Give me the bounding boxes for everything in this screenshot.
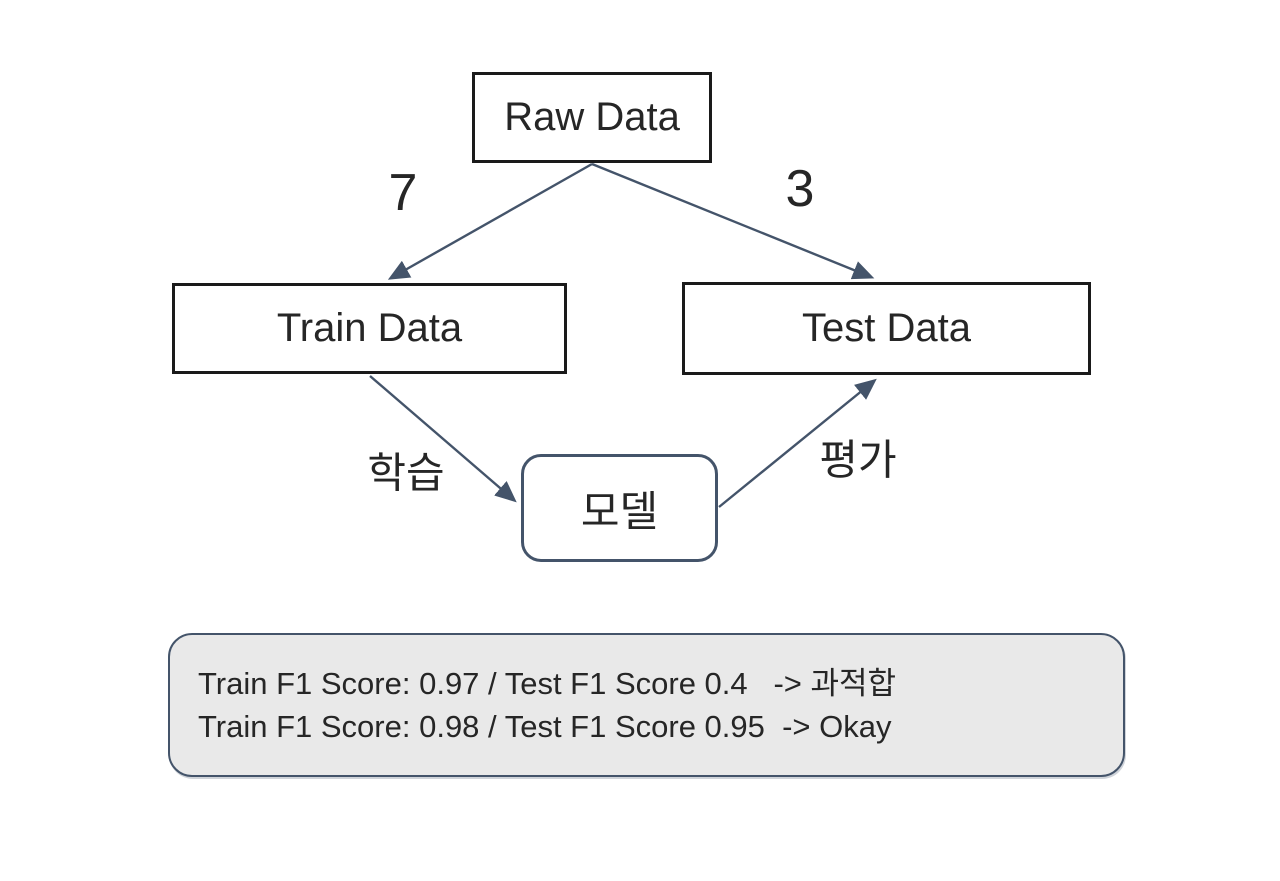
result-box: Train F1 Score: 0.97 / Test F1 Score 0.4… bbox=[168, 633, 1125, 777]
eval-edge-label: 평가 bbox=[819, 436, 897, 484]
edge-raw-to-test bbox=[591, 162, 875, 280]
node-test-data-label: Test Data bbox=[802, 306, 971, 350]
node-train-data: Train Data bbox=[172, 283, 567, 374]
edge-raw-to-train bbox=[387, 162, 593, 280]
node-model: 모델 bbox=[521, 454, 718, 562]
node-raw-data-label: Raw Data bbox=[504, 95, 680, 139]
node-test-data: Test Data bbox=[682, 282, 1091, 375]
train-edge-label: 학습 bbox=[367, 449, 445, 497]
split-ratio-test-label: 3 bbox=[785, 160, 815, 218]
node-model-label: 모델 bbox=[580, 487, 659, 535]
split-ratio-train-label: 7 bbox=[388, 164, 418, 222]
node-raw-data: Raw Data bbox=[472, 72, 712, 163]
result-line-overfit: Train F1 Score: 0.97 / Test F1 Score 0.4… bbox=[198, 666, 897, 701]
node-train-data-label: Train Data bbox=[276, 306, 463, 350]
result-line-okay: Train F1 Score: 0.98 / Test F1 Score 0.9… bbox=[198, 709, 892, 744]
